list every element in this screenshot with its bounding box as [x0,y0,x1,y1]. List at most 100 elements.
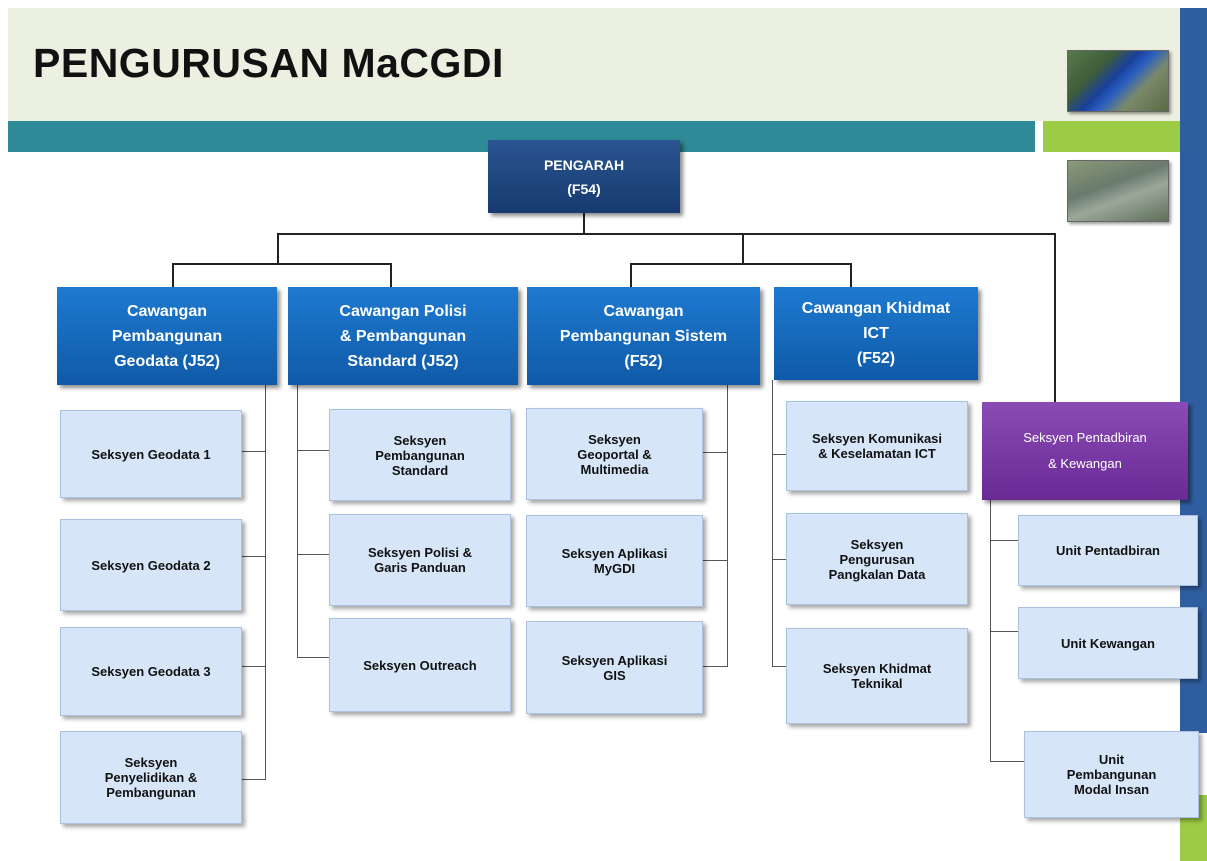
unit-label-line: Seksyen Geodata 2 [91,557,211,573]
branch-label-line: Pembangunan [111,327,223,345]
admin-section-box: Seksyen Pentadbiran & Kewangan [982,402,1188,500]
unit-label-line: Seksyen Aplikasi [561,652,668,668]
unit-label-line: Unit [1098,752,1125,767]
branch-label-line: Cawangan [126,302,207,320]
unit-geodata-3: Seksyen Geodata 3 [60,627,242,716]
unit-geodata-2: Seksyen Geodata 2 [60,519,242,611]
branch-label-line: (F52) [624,352,663,370]
unit-geoportal: Seksyen Geoportal & Multimedia [526,408,703,500]
unit-label-line: Pangkalan Data [828,566,926,582]
branch-label-line: Cawangan [603,302,684,320]
connector [265,385,266,780]
unit-label-line: Pembangunan [375,447,465,463]
connector [990,540,1018,541]
unit-label-line: & Keselamatan ICT [818,446,936,461]
connector [297,554,329,555]
branch-label-line: & Pembangunan [339,327,467,345]
unit-label-line: Pembangunan [106,785,196,800]
unit-label-line: Unit Kewangan [1061,635,1155,651]
connector [1054,233,1056,403]
admin-label-line: & Kewangan [1048,456,1122,471]
branch-pembangunan-sistem: Cawangan Pembangunan Sistem (F52) [527,287,760,385]
unit-geodata-1: Seksyen Geodata 1 [60,410,242,498]
connector [242,666,266,667]
unit-label-line: MyGDI [593,561,636,576]
unit-pangkalan-data: Seksyen Pengurusan Pangkalan Data [786,513,968,605]
connector [772,380,773,667]
connector [242,779,266,780]
unit-label-line: Seksyen Outreach [363,657,477,673]
unit-label-line: GIS [603,667,626,683]
connector [630,263,632,287]
unit-label-line: Standard [391,462,449,478]
unit-penyelidikan: Seksyen Penyelidikan & Pembangunan [60,731,242,824]
connector [772,559,786,560]
branch-label-line: (F52) [856,350,896,367]
unit-label-line: Modal Insan [1073,782,1150,797]
unit-label-line: Pembangunan [1066,767,1157,782]
unit-komunikasi-keselamatan: Seksyen Komunikasi & Keselamatan ICT [786,401,968,491]
connector [703,666,727,667]
unit-label-line: Pengurusan [839,551,915,567]
connector [297,385,298,658]
unit-aplikasi-mygdi: Seksyen Aplikasi MyGDI [526,515,703,607]
connector [242,451,266,452]
branch-label-line: Cawangan Polisi [339,302,467,320]
unit-polisi-garis-panduan: Seksyen Polisi & Garis Panduan [329,514,511,606]
unit-label-line: Teknikal [851,676,903,691]
unit-label-line: Geoportal & [577,446,652,462]
connector [703,560,727,561]
accent-block [1043,121,1180,152]
connector [727,385,728,667]
connector [297,450,329,451]
branch-label-line: Standard (J52) [347,352,459,370]
branch-khidmat-ict: Cawangan Khidmat ICT (F52) [774,287,978,380]
page-title: PENGURUSAN MaCGDI [33,40,504,86]
connector [583,212,585,234]
unit-label-line: Seksyen Geodata 3 [91,664,211,679]
connector [703,452,727,453]
connector [850,263,852,287]
connector [990,631,1018,632]
unit-label-line: Seksyen Aplikasi [561,546,668,561]
admin-label-line: Seksyen Pentadbiran [1023,430,1147,445]
unit-label-line: Seksyen [393,432,447,448]
unit-aplikasi-gis: Seksyen Aplikasi GIS [526,621,703,714]
unit-outreach: Seksyen Outreach [329,618,511,712]
unit-label-line: Seksyen [124,755,178,770]
connector [242,556,266,557]
connector [277,233,1056,235]
connector [390,263,392,287]
branch-label-line: Pembangunan Sistem [559,327,728,345]
unit-label-line: Seksyen [850,536,904,552]
unit-modal-insan: Unit Pembangunan Modal Insan [1024,731,1199,818]
director-box: PENGARAH (F54) [488,140,680,213]
director-grade: (F54) [567,180,601,197]
connector [772,454,786,455]
unit-pembangunan-standard: Seksyen Pembangunan Standard [329,409,511,501]
connector [990,761,1024,762]
map-thumbnail-2 [1067,160,1169,222]
unit-label-line: Seksyen Komunikasi [811,431,943,446]
unit-label-line: Penyelidikan & [104,770,198,785]
branch-label-line: Geodata (J52) [114,352,220,370]
branch-geodata: Cawangan Pembangunan Geodata (J52) [57,287,277,385]
director-title: PENGARAH [543,156,625,173]
unit-label-line: Seksyen Khidmat [822,661,932,676]
connector [172,263,174,287]
branch-label-line: ICT [863,325,889,342]
unit-khidmat-teknikal: Seksyen Khidmat Teknikal [786,628,968,724]
branch-label-line: Cawangan Khidmat [801,300,951,317]
branch-polisi-standard: Cawangan Polisi & Pembangunan Standard (… [288,287,518,385]
map-thumbnail-1 [1067,50,1169,112]
unit-label-line: Seksyen Polisi & [367,545,473,560]
connector [297,657,329,658]
unit-label-line: Seksyen [588,431,641,447]
unit-label-line: Multimedia [580,461,649,477]
unit-kewangan: Unit Kewangan [1018,607,1198,679]
connector [772,666,786,667]
connector [630,263,852,265]
header-background [8,8,1180,121]
connector [172,263,392,265]
connector [742,233,744,263]
